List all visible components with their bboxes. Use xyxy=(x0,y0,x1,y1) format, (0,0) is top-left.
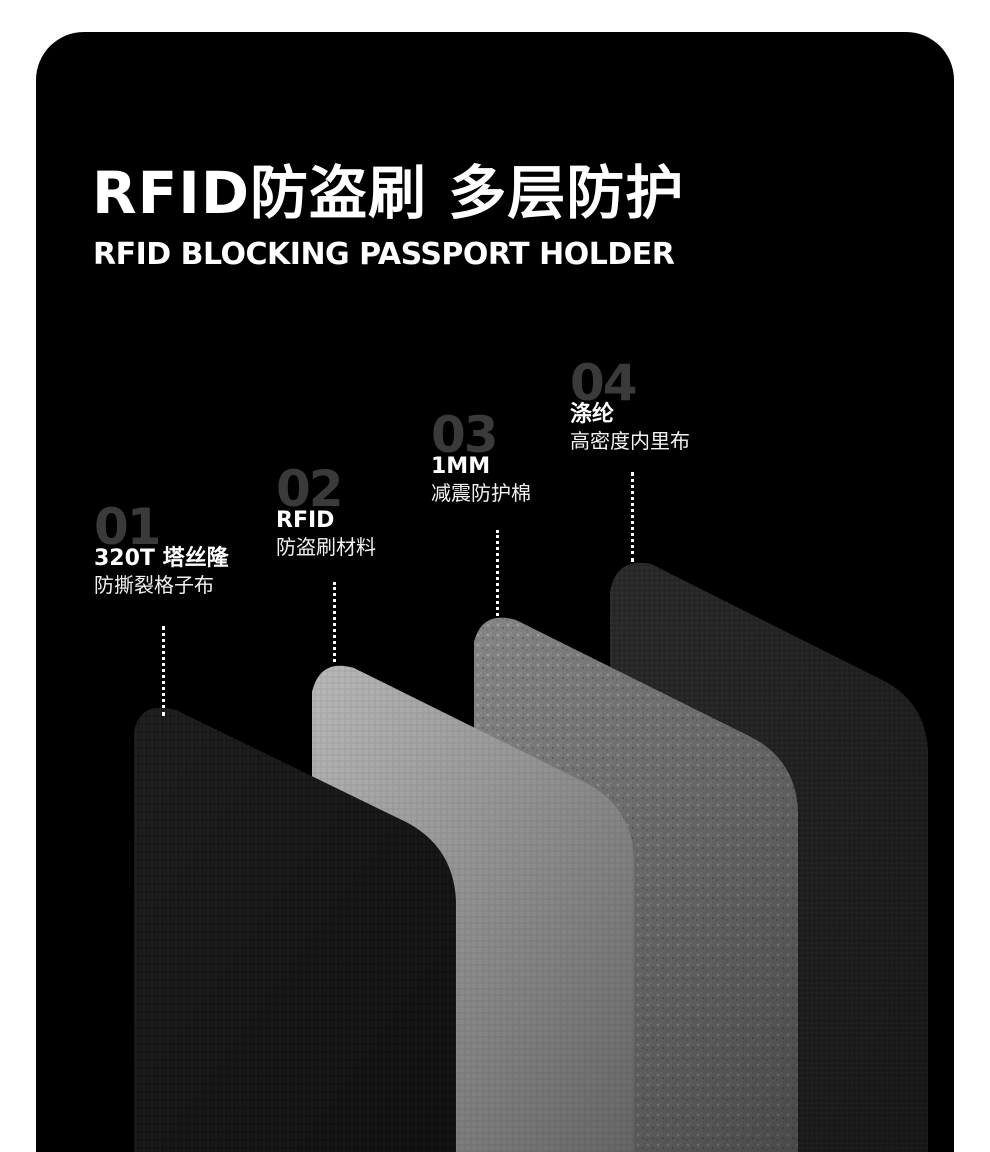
layer-01-label: 01 320T 塔丝隆 防撕裂格子布 xyxy=(94,502,229,598)
layer-04-heading: 涤纶 xyxy=(570,402,615,427)
layer-01-number: 01 xyxy=(94,498,162,556)
layer-02-description: 防盗刷材料 xyxy=(276,535,376,560)
layer-01-heading: 320T 塔丝隆 xyxy=(94,546,229,571)
page-subtitle: RFID BLOCKING PASSPORT HOLDER xyxy=(93,237,675,272)
layer-01-description: 防撕裂格子布 xyxy=(94,573,214,598)
layer-03-description: 减震防护棉 xyxy=(431,481,531,506)
layer-02-leader-line xyxy=(333,582,336,662)
product-card: RFID防盗刷 多层防护 RFID BLOCKING PASSPORT HOLD… xyxy=(36,32,954,1152)
material-layers-illustration xyxy=(134,562,928,1152)
layer-04-label: 04 涤纶 高密度内里布 xyxy=(570,358,690,454)
layer-03-leader-line xyxy=(496,530,499,616)
layer-03-heading: 1MM xyxy=(431,454,491,479)
layer-01-leader-line xyxy=(162,626,165,716)
layer-03-label: 03 1MM 减震防护棉 xyxy=(431,410,531,506)
layer-04-leader-line xyxy=(631,472,634,562)
layer-02-number: 02 xyxy=(276,460,344,518)
page-title: RFID防盗刷 多层防护 xyxy=(92,159,685,227)
layer-01-grid-swatch xyxy=(134,707,456,1152)
layer-04-number: 04 xyxy=(570,354,638,412)
layer-02-label: 02 RFID 防盗刷材料 xyxy=(276,464,376,560)
layer-04-description: 高密度内里布 xyxy=(570,429,690,454)
layer-02-heading: RFID xyxy=(276,508,335,533)
layer-03-number: 03 xyxy=(431,406,499,464)
